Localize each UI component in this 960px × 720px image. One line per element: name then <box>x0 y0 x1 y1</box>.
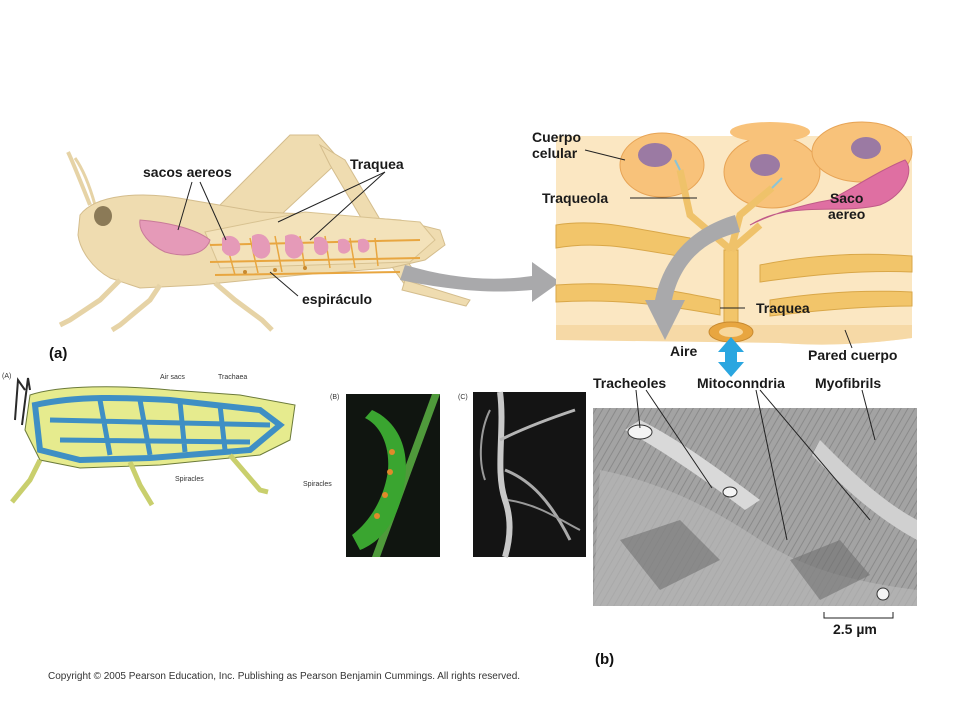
label-air: Aire <box>670 343 698 359</box>
scale-bar-label: 2.5 µm <box>833 621 877 637</box>
label-spiracle: espiráculo <box>302 291 373 307</box>
label-trachaea-en: Trachaea <box>218 374 248 381</box>
label-tracheole: Traqueola <box>542 190 609 206</box>
label-spiracles-en: Spiracles <box>175 476 204 483</box>
panel-letter-C: (C) <box>458 394 468 401</box>
label-cell-body: Cuerpo celular <box>532 129 581 161</box>
label-air-sac: Saco aereo <box>828 190 866 222</box>
panel-letter-b: (b) <box>595 651 615 668</box>
label-trachea-b: Traquea <box>756 300 810 316</box>
panel-letter-A: (A) <box>2 373 12 380</box>
label-trachea-a: Traquea <box>350 156 404 172</box>
label-air-sacs: sacos aereos <box>143 164 232 180</box>
label-air-sacs-en: Air sacs <box>160 374 185 381</box>
panel-letter-a: (a) <box>49 345 68 362</box>
panel-letter-B: (B) <box>330 394 340 401</box>
copyright-notice: Copyright © 2005 Pearson Education, Inc.… <box>48 671 521 682</box>
label-mitochondria: Mitoconndria <box>697 375 785 391</box>
label-body-wall: Pared cuerpo <box>808 347 898 363</box>
label-tracheoles: Tracheoles <box>593 375 667 391</box>
label-spiracles-photo: Spiracles <box>303 481 332 488</box>
label-myofibrils: Myofibrils <box>815 375 882 391</box>
